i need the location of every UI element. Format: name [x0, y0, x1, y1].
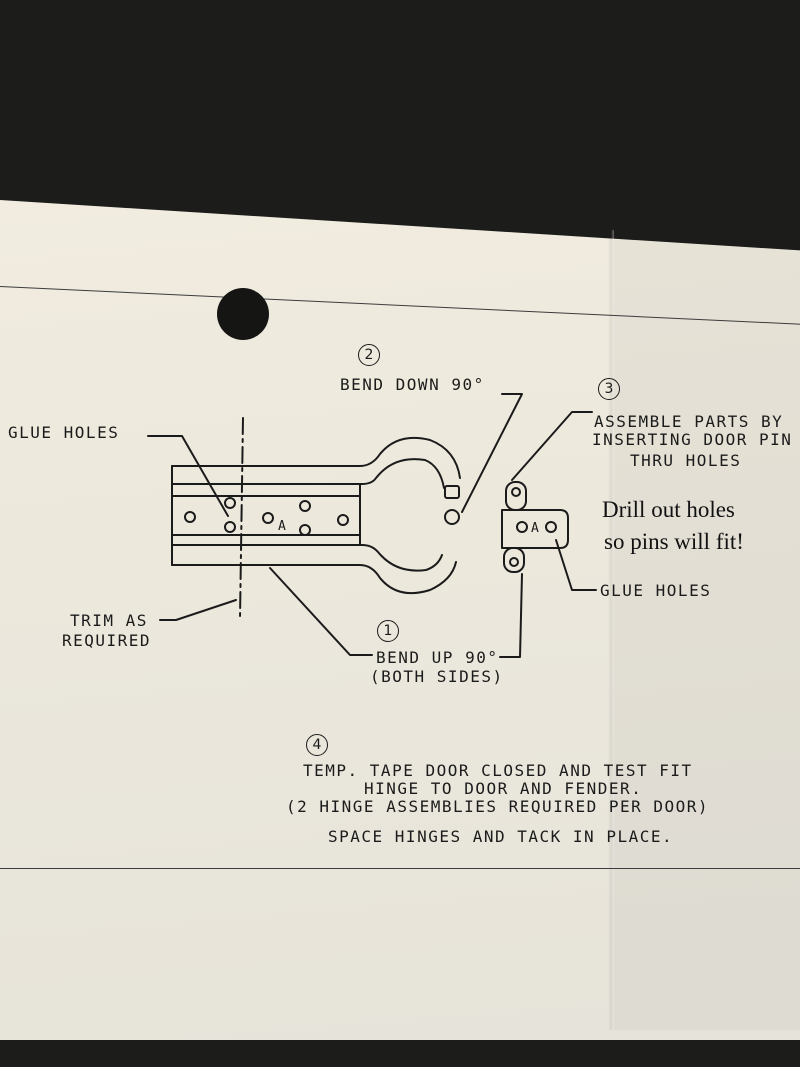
handwritten-note-line1: Drill out holes — [602, 497, 735, 522]
trim-label-line1: TRIM AS — [70, 611, 148, 630]
step-2-marker: 2 — [358, 344, 380, 366]
paper-crease — [608, 230, 614, 1030]
step-4-line3: (2 HINGE ASSEMBLIES REQUIRED PER DOOR) — [286, 797, 710, 816]
hole — [509, 557, 519, 567]
small-part-tab-top — [505, 481, 527, 511]
step-1-line2: (BOTH SIDES) — [370, 667, 504, 686]
hole — [224, 497, 236, 509]
hole — [516, 521, 528, 533]
hole — [184, 511, 196, 523]
trim-line — [239, 417, 244, 619]
hole — [337, 514, 349, 526]
leader-bend-up-2 — [499, 573, 523, 658]
hole — [224, 521, 236, 533]
pin-hole-end — [444, 509, 460, 525]
hole — [545, 521, 557, 533]
hole — [262, 512, 274, 524]
step-2-text: BEND DOWN 90° — [340, 375, 485, 394]
hinge-strap-outline — [171, 436, 461, 479]
glue-holes-left-label: GLUE HOLES — [8, 423, 120, 442]
small-part-tab-bottom — [503, 547, 525, 573]
hinge-strap-outline-bottom — [171, 561, 457, 594]
small-part-outline — [501, 509, 569, 549]
step-1-marker: 1 — [377, 620, 399, 642]
pin-tip — [444, 485, 460, 499]
handwritten-note-line2: so pins will fit! — [604, 529, 744, 554]
step-3-line1: ASSEMBLE PARTS BY — [594, 412, 784, 431]
leader-assemble — [511, 411, 593, 481]
punch-hole — [217, 288, 269, 340]
hole — [511, 487, 521, 497]
step-4-line4: SPACE HINGES AND TACK IN PLACE. — [328, 827, 674, 846]
hole — [299, 524, 311, 536]
leader-glue-right — [555, 539, 597, 591]
step-4-marker: 4 — [306, 734, 328, 756]
hole — [299, 500, 311, 512]
leader-bend-up-1 — [269, 567, 373, 656]
part-letter-main: A — [278, 519, 288, 534]
hinge-inner-bottom — [171, 544, 443, 572]
hinge-inner-top — [171, 458, 445, 489]
leader-glue-left — [147, 435, 229, 517]
step-4-line1: TEMP. TAPE DOOR CLOSED AND TEST FIT — [303, 761, 693, 780]
step-4-line2: HINGE TO DOOR AND FENDER. — [364, 779, 643, 798]
leader-bend-down — [461, 393, 523, 513]
leader-trim — [159, 599, 237, 621]
step-1-line1: BEND UP 90° — [376, 648, 499, 667]
glue-holes-right-label: GLUE HOLES — [600, 581, 712, 600]
step-3-marker: 3 — [598, 378, 620, 400]
trim-label-line2: REQUIRED — [62, 631, 152, 650]
part-letter-small: A — [531, 521, 541, 536]
bottom-border-line — [0, 868, 800, 869]
instruction-sheet — [0, 200, 800, 1040]
step-3-line2: INSERTING DOOR PIN — [592, 430, 793, 449]
step-3-line3: THRU HOLES — [630, 451, 742, 470]
